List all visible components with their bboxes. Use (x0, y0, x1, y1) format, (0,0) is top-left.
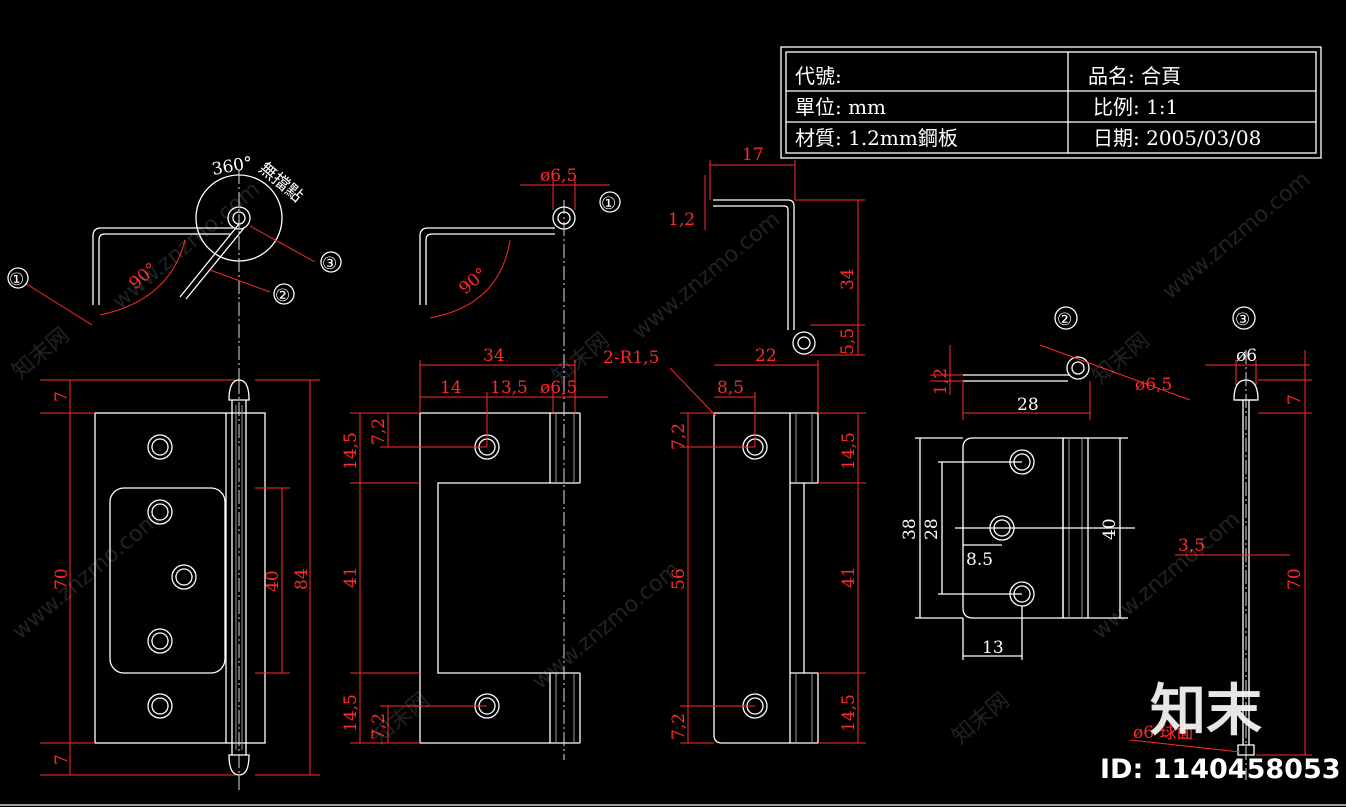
product-name: 品名: 合頁 (1088, 64, 1181, 88)
dim-leaf-7-2-bottom: 7,2 (369, 713, 389, 740)
dim-p3-6: ø6 (1236, 346, 1257, 366)
dim-p2-13: 13 (982, 638, 1004, 658)
wm-site-2: www.znzmo.com (528, 557, 685, 695)
side-view-top: 17 1,2 34 5,5 (668, 145, 865, 356)
callout-3-top: ③ (322, 254, 337, 274)
unit-label: 單位: mm (795, 95, 886, 119)
callout-2-part: ② (1057, 310, 1072, 330)
dim-p3-70: 70 (1285, 568, 1305, 590)
dim-leaf-34: 34 (483, 346, 505, 366)
dim-p2-38: 38 (900, 518, 920, 540)
dim-leaf-14: 14 (440, 378, 462, 398)
wm-site-1: www.znzmo.com (108, 177, 265, 315)
callout-1-mid: ① (601, 194, 616, 214)
dim-p3-ball: ø6 球面 (1133, 723, 1193, 743)
dim-front-7-bottom: 7 (52, 754, 72, 765)
wm-logo: 知末 (1150, 679, 1262, 744)
dim-p3-7: 7 (1285, 394, 1305, 405)
dim-p2-8-5: 8.5 (966, 550, 993, 570)
dim-front-7-top: 7 (52, 391, 72, 402)
wm-site-6: www.znzmo.com (8, 507, 165, 645)
dim-side-17: 17 (742, 145, 764, 165)
dim-front-70: 70 (52, 568, 72, 590)
leaf-front-view: 34 14 13,5 ø6,5 14,5 7,2 41 14,5 7,2 (341, 346, 608, 760)
dim-leaf-14-5-bottom: 14,5 (341, 694, 361, 732)
watermark: www.znzmo.com www.znzmo.com www.znzmo.co… (8, 167, 1341, 785)
dim-side-5-5: 5,5 (838, 328, 858, 355)
front-view: 7 70 7 84 40 (40, 379, 320, 790)
dim-p2-28v: 28 (922, 518, 942, 540)
dim-leaf-7-2-top: 7,2 (369, 418, 389, 445)
callout-1-left: ① (9, 270, 24, 290)
callout-2-top: ② (275, 286, 290, 306)
dim-side-14-5-top: 14,5 (839, 432, 859, 470)
dim-p2-6-5: ø6,5 (1135, 375, 1172, 395)
dim-p2-28h: 28 (1017, 395, 1039, 415)
dim-side-41: 41 (839, 566, 859, 588)
dim-side-34: 34 (838, 268, 858, 290)
code-label: 代號: (795, 64, 842, 88)
dim-side-1-2: 1,2 (668, 210, 695, 230)
side-view-front: 22 8,5 2-R1,5 7,2 56 7,2 14,5 41 14,5 (603, 346, 866, 744)
dim-leaf-41: 41 (341, 566, 361, 588)
material-label: 材質: 1.2mm鋼板 (795, 126, 958, 150)
dim-leaf-6-5: ø6,5 (540, 378, 577, 398)
screw-holes-front (147, 434, 197, 719)
dim-side-22: 22 (755, 346, 777, 366)
wm-site-5: www.znzmo.com (1158, 167, 1315, 305)
part-2: ② 1,2 28 ø6,5 38 28 8.5 13 (900, 306, 1191, 660)
wm-brand-4: 知末网 (948, 688, 1015, 750)
dim-front-40: 40 (263, 570, 283, 592)
dim-leaf-13-5: 13,5 (490, 378, 528, 398)
callout-3-part: ③ (1235, 310, 1250, 330)
dim-side-8-5: 8,5 (717, 378, 744, 398)
wm-id: ID: 1140458053 (1100, 754, 1341, 785)
dim-p2-40: 40 (1100, 518, 1120, 540)
dim-p2-1-2: 1,2 (931, 368, 951, 395)
dim-side-14-5-bottom: 14,5 (839, 694, 859, 732)
angle-mid: 90° (455, 264, 491, 299)
dim-side-7-2-top: 7,2 (669, 423, 689, 450)
dim-front-84: 84 (292, 568, 312, 590)
dim-side-7-2-bottom: 7,2 (669, 713, 689, 740)
wm-site-3: www.znzmo.com (628, 207, 785, 345)
wm-brand-1: 知末网 (8, 323, 75, 385)
dim-leaf-6-5-top: ø6,5 (540, 166, 577, 186)
dim-leaf-14-5-top: 14,5 (341, 432, 361, 470)
title-block: 代號: 品名: 合頁 單位: mm 比例: 1:1 材質: 1.2mm鋼板 日期… (780, 46, 1322, 159)
scale-label: 比例: 1:1 (1093, 95, 1178, 119)
dim-side-r1-5: 2-R1,5 (603, 348, 659, 368)
dim-p3-3-5: 3,5 (1178, 536, 1205, 556)
dim-side-56: 56 (669, 568, 689, 590)
part-3: ③ ø6 7 70 3,5 ø6 球面 (1129, 306, 1312, 780)
date-label: 日期: 2005/03/08 (1093, 126, 1261, 150)
